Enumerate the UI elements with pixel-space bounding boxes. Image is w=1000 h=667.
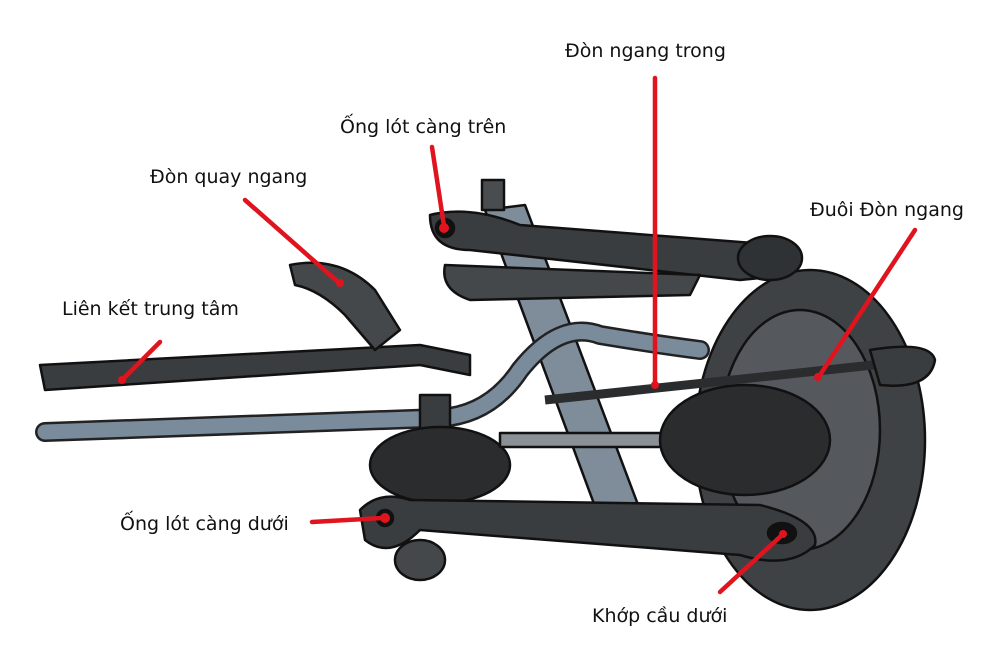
leader-upper-arm-bushing <box>429 144 447 229</box>
upper-ball-joint <box>736 234 804 282</box>
label-lower-ball-joint: Khớp cầu dưới <box>592 605 728 627</box>
pitman-arm <box>288 261 402 352</box>
tie-rod-end <box>868 345 937 387</box>
leader-tie-rod-end <box>817 227 918 378</box>
label-lower-arm-bushing: Ống lót càng dưới <box>120 513 289 535</box>
tie-rod <box>544 355 921 405</box>
label-upper-arm-bushing: Ống lót càng trên <box>340 116 507 138</box>
lower-control-arm <box>358 495 817 562</box>
leader-lower-ball-joint <box>717 532 785 595</box>
rack-shaft <box>498 431 672 449</box>
label-inner-tie-rod: Đòn ngang trong <box>565 40 726 62</box>
label-center-link: Liên kết trung tâm <box>62 298 239 320</box>
inner-boot <box>368 425 512 505</box>
leader-pitman-arm <box>242 197 341 285</box>
leader-lower-arm-bushing <box>309 515 386 525</box>
label-pitman-arm: Đòn quay ngang <box>150 166 308 188</box>
leader-lines <box>118 75 918 595</box>
outer-boot <box>658 383 832 497</box>
center-link <box>38 343 472 392</box>
leader-center-link <box>121 339 163 381</box>
strut-top-mount <box>480 178 506 212</box>
label-tie-rod-end: Đuôi Đòn ngang <box>810 199 964 221</box>
lower-arm-front-bushing <box>393 538 447 582</box>
